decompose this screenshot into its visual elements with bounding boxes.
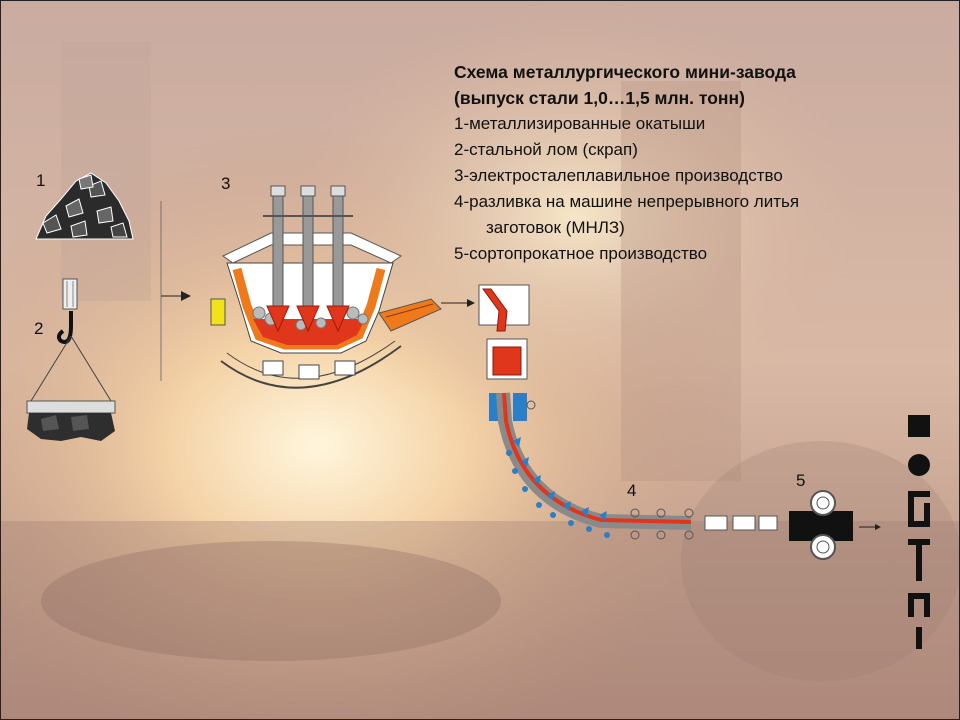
- legend-item-4-cont: заготовок (МНЛЗ): [486, 218, 625, 237]
- rolling-mill-icon: [789, 490, 881, 560]
- crane-hook-icon: [26, 278, 116, 414]
- legend-item-4: 4-разливка на машине непрерывного литья: [454, 192, 800, 211]
- diagram-title: Схема металлургического мини-завода: [454, 62, 796, 82]
- diagram-subtitle: (выпуск стали 1,0…1,5 млн. тонн): [454, 88, 745, 108]
- label-2: 2: [34, 319, 44, 338]
- legend-item-3: 3-электросталеплавильное производство: [454, 166, 783, 185]
- label-3: 3: [221, 174, 231, 193]
- pellets-pile-icon: [35, 172, 134, 240]
- label-4: 4: [627, 481, 637, 500]
- legend-item-5: 5-сортопрокатное производство: [454, 244, 708, 263]
- arc-furnace-icon: [210, 185, 442, 389]
- feed-arrow-icon: [161, 291, 191, 301]
- legend-item-1: 1-металлизированные окатыши: [454, 114, 706, 133]
- continuous-caster-icon: [478, 284, 778, 540]
- legend-block: Схема металлургического мини-завода (вып…: [454, 59, 934, 267]
- legend-item-2: 2-стальной лом (скрап): [454, 140, 638, 159]
- label-1: 1: [36, 171, 46, 190]
- label-5: 5: [796, 471, 806, 490]
- transfer-arrow-icon: [441, 299, 475, 307]
- scrap-pile-icon: [27, 413, 115, 441]
- company-logo-icon: [908, 415, 930, 649]
